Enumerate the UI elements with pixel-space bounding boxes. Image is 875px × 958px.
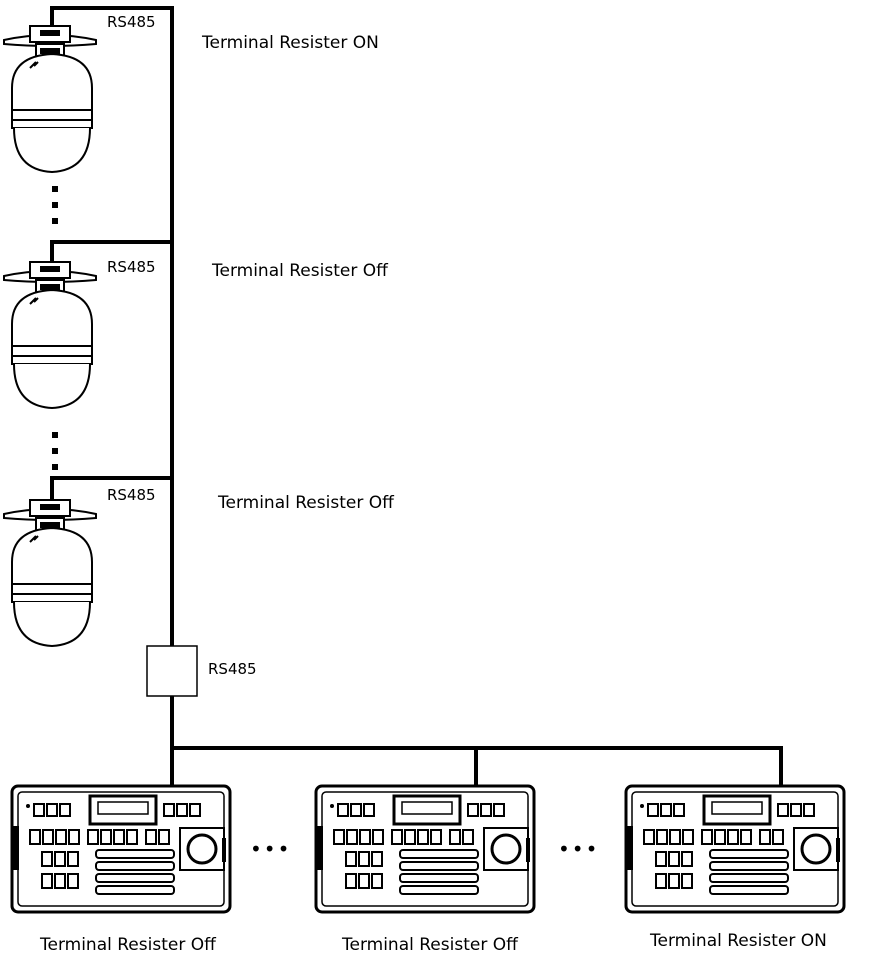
camera-3-port-label: RS485 [107,486,156,504]
keyboard-ellipsis-2: ••• [558,837,599,861]
camera-2-branch [50,240,174,264]
keyboard-1-terminal-label: Terminal Resister Off [39,935,217,955]
camera-2-port-label: RS485 [107,258,156,276]
rs485-hub-box [146,645,198,697]
camera-3-terminal-label: Terminal Resister Off [217,493,395,513]
camera-2-dome-icon [3,261,97,409]
camera-1-terminal-label: Terminal Resister ON [201,33,379,53]
camera-ellipsis-2 [52,432,58,470]
camera-1-dome-icon [3,25,97,173]
keyboard-2-icon [314,784,536,914]
keyboard-3-icon [624,784,846,914]
camera-1-port-label: RS485 [107,13,156,31]
camera-3-dome-icon [3,499,97,647]
camera-ellipsis-1 [52,186,58,224]
camera-3-branch [50,476,174,502]
keyboard-3-terminal-label: Terminal Resister ON [649,931,827,951]
keyboard-1-icon [10,784,232,914]
keyboard-ellipsis-1: ••• [250,837,291,861]
rs485-hub-label: RS485 [208,660,257,678]
camera-2-terminal-label: Terminal Resister Off [211,261,389,281]
keyboard-2-terminal-label: Terminal Resister Off [341,935,519,955]
camera-1-branch [50,6,174,30]
